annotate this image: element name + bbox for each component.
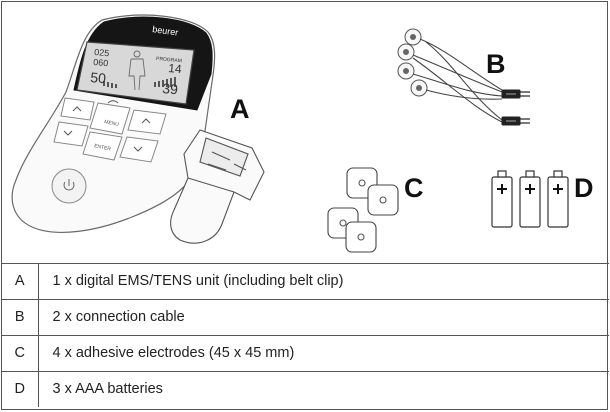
battery-plus-icons — [497, 184, 563, 194]
table-row: A 1 x digital EMS/TENS unit (including b… — [2, 263, 609, 299]
contents-illustration: 025 060 PROGRAM 14 50 39 beurer MENU ENT… — [2, 2, 609, 264]
enter-label: ENTER — [94, 143, 112, 152]
body-figure-icon — [128, 50, 146, 91]
up-button-left — [60, 97, 95, 121]
device-buttons — [53, 97, 167, 163]
battery-3-terminal — [553, 170, 563, 178]
down-button-left — [53, 121, 89, 147]
up-button-right — [127, 109, 167, 135]
device-brand: beurer — [152, 24, 179, 38]
callout-a: A — [230, 94, 250, 124]
battery-1-terminal — [497, 170, 507, 178]
connection-cables — [397, 28, 530, 126]
aaa-batteries — [491, 170, 569, 228]
enter-button — [82, 131, 123, 161]
readout-program: PROGRAM — [156, 56, 182, 64]
item-description: 2 x connection cable — [38, 298, 609, 335]
menu-button — [89, 102, 131, 135]
callout-d: D — [574, 173, 594, 203]
item-key: C — [2, 334, 39, 371]
callout-c: C — [404, 173, 424, 203]
belt-clip-edge — [187, 177, 235, 193]
item-key: B — [2, 298, 39, 335]
ems-tens-device: 025 060 PROGRAM 14 50 39 beurer MENU ENT… — [11, 14, 216, 233]
readout-1: 025 — [94, 47, 110, 58]
button-chevrons — [63, 100, 151, 152]
lcd-screen — [76, 41, 195, 105]
callout-b: B — [486, 49, 506, 79]
item-key: D — [2, 370, 39, 407]
table-row: C 4 x adhesive electrodes (45 x 45 mm) — [2, 334, 609, 371]
readout-5: 39 — [162, 80, 179, 97]
power-icon — [63, 179, 75, 191]
item-description: 1 x digital EMS/TENS unit (including bel… — [52, 272, 344, 289]
intensity-bars — [103, 77, 176, 88]
item-description: 4 x adhesive electrodes (45 x 45 mm) — [38, 334, 609, 371]
table-row: B 2 x connection cable — [2, 298, 609, 335]
illustration-svg: 025 060 PROGRAM 14 50 39 beurer MENU ENT… — [11, 14, 569, 253]
belt-clip — [170, 129, 265, 244]
readout-4: 50 — [90, 69, 107, 86]
belt-clip-detail — [207, 151, 247, 171]
battery-2-terminal — [525, 170, 535, 178]
item-key: A — [2, 263, 39, 299]
adhesive-electrodes — [327, 167, 399, 253]
readout-2: 060 — [93, 57, 109, 68]
table-row: D 3 x AAA batteries — [2, 370, 609, 407]
contents-table: A 1 x digital EMS/TENS unit (including b… — [2, 263, 609, 407]
menu-label: MENU — [104, 119, 120, 128]
readout-3: 14 — [168, 61, 183, 76]
item-description: 3 x AAA batteries — [38, 370, 609, 407]
